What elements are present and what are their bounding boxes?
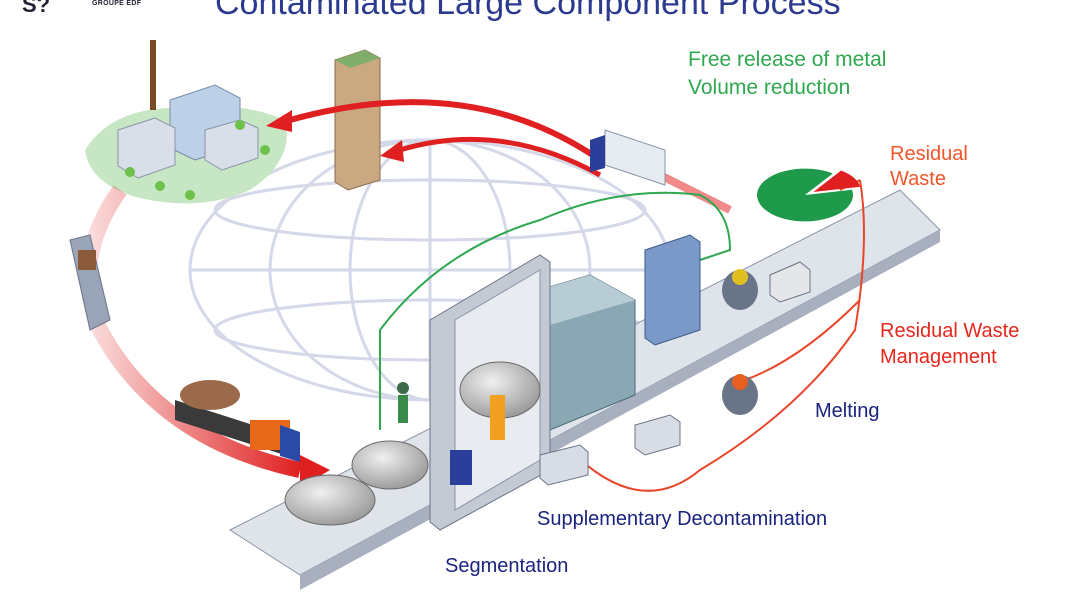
melting-label: Melting bbox=[815, 400, 880, 422]
residual-waste-label-line2: Waste bbox=[890, 168, 946, 190]
waste-containers bbox=[539, 261, 811, 486]
rwm-label-line1: Residual Waste bbox=[880, 320, 1020, 342]
truck-top bbox=[590, 129, 666, 186]
ship bbox=[69, 234, 111, 331]
page-title: Contaminated Large Component Process bbox=[215, 0, 841, 22]
free-release-label-line2: Volume reduction bbox=[688, 76, 851, 99]
segmentation-label: Segmentation bbox=[445, 555, 569, 577]
residual-waste-label-line1: Residual bbox=[890, 143, 968, 165]
power-plant bbox=[85, 40, 287, 204]
supplementary-decontamination-label: Supplementary Decontamination bbox=[537, 508, 828, 530]
pie-slice-residual bbox=[813, 170, 861, 192]
storage-building bbox=[334, 49, 381, 191]
residual-waste-pie bbox=[757, 168, 861, 222]
free-release-flow-line bbox=[379, 191, 732, 430]
rwm-label-line2: Management bbox=[880, 346, 997, 368]
rotor-trailer bbox=[175, 380, 300, 462]
component-cylinders bbox=[284, 361, 541, 526]
free-release-label-line1: Free release of metal bbox=[688, 48, 887, 71]
worker bbox=[397, 382, 409, 423]
pie-slice-recycled bbox=[757, 168, 853, 222]
edf-logo-mark: S? bbox=[22, 0, 51, 17]
edf-logo-subtitle: GROUPE EDF bbox=[92, 0, 142, 7]
